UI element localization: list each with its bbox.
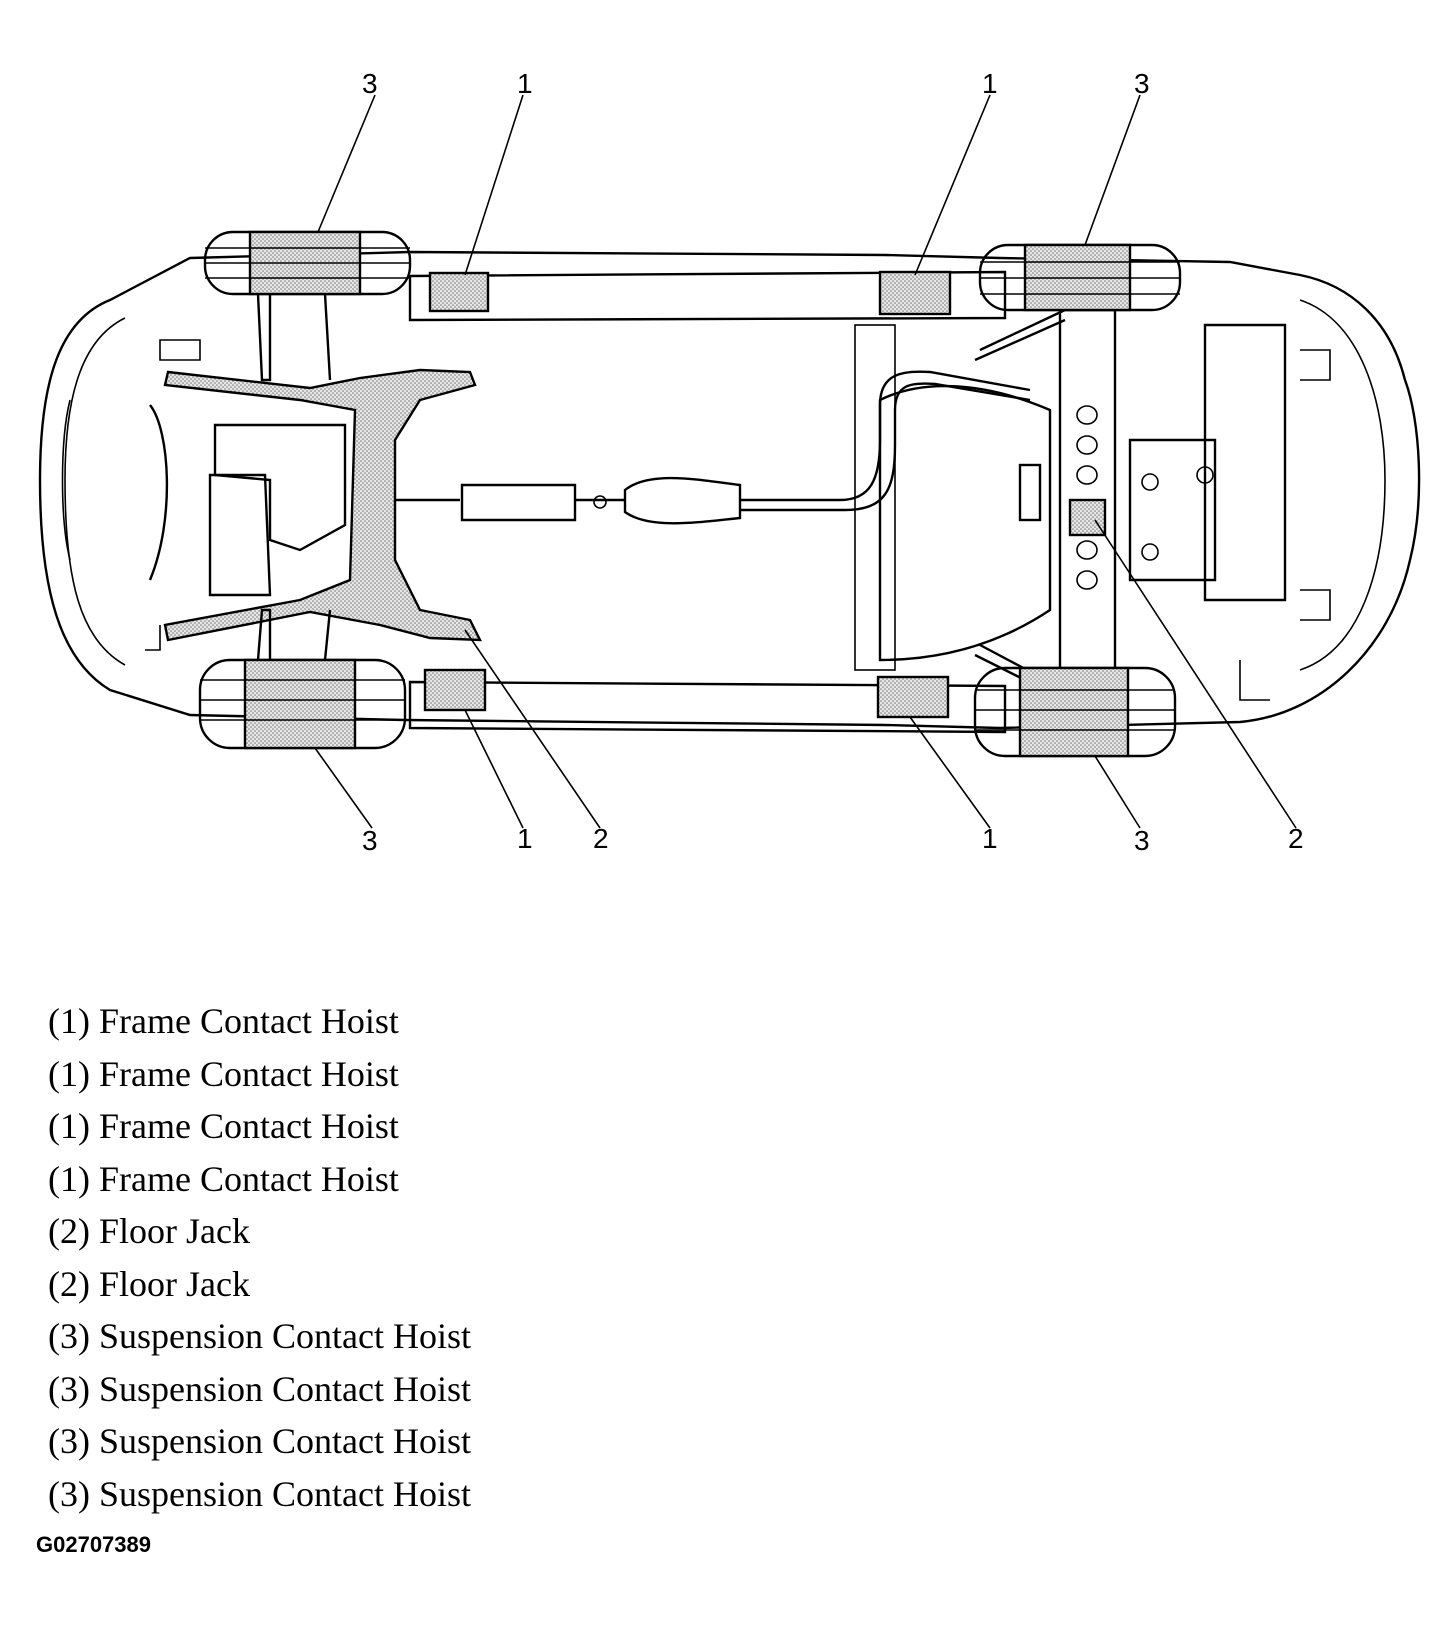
front-left-tire	[203, 230, 412, 382]
legend-label: Floor Jack	[98, 1211, 250, 1251]
legend-item: (3) Suspension Contact Hoist	[48, 1468, 471, 1521]
legend-number: (2)	[48, 1263, 90, 1304]
legend-item: (1) Frame Contact Hoist	[48, 1100, 471, 1153]
legend-number: (1)	[48, 1001, 90, 1041]
front-right-tire	[198, 608, 407, 750]
vehicle-body-outline	[38, 250, 1421, 730]
vehicle-underbody-diagram: 3 1 1 3 3 1 2 1 3 2	[38, 68, 1421, 856]
figure-id: G02707389	[36, 1532, 151, 1557]
legend-number: (3)	[48, 1316, 90, 1356]
legend-number: (3)	[48, 1421, 90, 1461]
callout-bottom-left-frame: 1	[517, 823, 533, 854]
legend-label: Frame Contact Hoist	[98, 1053, 399, 1094]
callout-bottom-right-jack: 2	[1288, 823, 1304, 854]
legend-item: (1) Frame Contact Hoist	[48, 995, 471, 1048]
front-cradle	[145, 339, 482, 651]
legend-number: (3)	[48, 1473, 90, 1514]
callout-bottom-right-suspension: 3	[1134, 825, 1150, 856]
callout-top-right-frame: 1	[982, 68, 998, 99]
callout-top-left-suspension: 3	[362, 68, 378, 99]
legend-label: Suspension Contact Hoist	[98, 1421, 471, 1461]
legend-label: Suspension Contact Hoist	[98, 1473, 471, 1514]
rear-underbody	[878, 308, 1331, 702]
callout-bottom-left-suspension: 3	[362, 825, 378, 856]
legend-label: Frame Contact Hoist	[98, 1158, 399, 1199]
rocker-rails	[408, 270, 1007, 734]
callout-top-right-suspension: 3	[1134, 68, 1150, 99]
callout-bottom-left-jack: 2	[593, 823, 609, 854]
callout-bottom-right-frame: 1	[982, 823, 998, 854]
legend-item: (3) Suspension Contact Hoist	[48, 1363, 471, 1416]
exhaust-system	[395, 370, 1031, 525]
callout-top-left-frame: 1	[517, 68, 533, 99]
legend-number: (1)	[48, 1053, 90, 1094]
legend-item: (1) Frame Contact Hoist	[48, 1048, 471, 1101]
legend-item: (3) Suspension Contact Hoist	[48, 1310, 471, 1363]
frame-pad-rear-left	[878, 270, 952, 316]
frame-pad-front-right	[423, 668, 487, 712]
legend-item: (2) Floor Jack	[48, 1205, 471, 1258]
rear-right-tire	[973, 666, 1177, 758]
legend-label: Floor Jack	[98, 1263, 250, 1304]
frame-contact-pads	[423, 270, 952, 719]
frame-pad-rear-right	[876, 675, 950, 719]
leader-lines	[314, 94, 1297, 829]
legend-label: Suspension Contact Hoist	[98, 1368, 471, 1409]
rear-left-tire	[978, 243, 1182, 312]
legend-label: Frame Contact Hoist	[98, 1001, 399, 1041]
legend-number: (3)	[48, 1368, 90, 1409]
legend-number: (1)	[48, 1158, 90, 1199]
frame-pad-front-left	[428, 271, 490, 313]
legend-item: (1) Frame Contact Hoist	[48, 1153, 471, 1206]
legend-list: (1) Frame Contact Hoist (1) Frame Contac…	[48, 995, 471, 1520]
legend-item: (3) Suspension Contact Hoist	[48, 1415, 471, 1468]
legend-label: Frame Contact Hoist	[98, 1106, 399, 1146]
legend-item: (2) Floor Jack	[48, 1258, 471, 1311]
legend-number: (2)	[48, 1211, 90, 1251]
legend-number: (1)	[48, 1106, 90, 1146]
legend-label: Suspension Contact Hoist	[98, 1316, 471, 1356]
